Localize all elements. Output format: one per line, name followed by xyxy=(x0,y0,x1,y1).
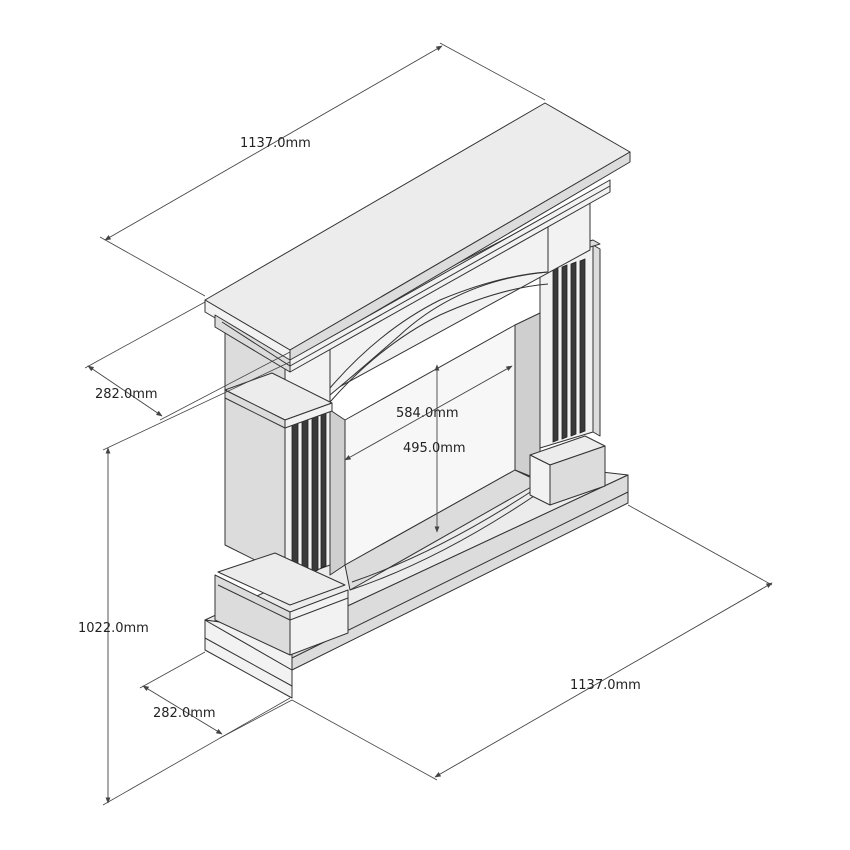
dim-label-base-depth: 282.0mm xyxy=(153,706,216,721)
right-pillar xyxy=(529,239,606,506)
dim-top-width: 1137.0mm xyxy=(99,42,546,297)
dim-label-opening-width: 495.0mm xyxy=(403,441,466,456)
dim-label-height: 1022.0mm xyxy=(78,621,149,636)
dim-base-depth: 282.0mm xyxy=(139,651,293,739)
dim-base-width: 1137.0mm xyxy=(291,504,773,781)
left-pillar xyxy=(214,329,349,656)
dim-label-base-width: 1137.0mm xyxy=(570,678,641,693)
dim-label-top-width: 1137.0mm xyxy=(240,136,311,151)
dim-opening-width: 495.0mm xyxy=(344,365,513,461)
dim-label-top-depth: 282.0mm xyxy=(95,387,158,402)
dim-top-depth: 282.0mm xyxy=(84,301,291,421)
dim-height: 1022.0mm xyxy=(78,361,291,806)
